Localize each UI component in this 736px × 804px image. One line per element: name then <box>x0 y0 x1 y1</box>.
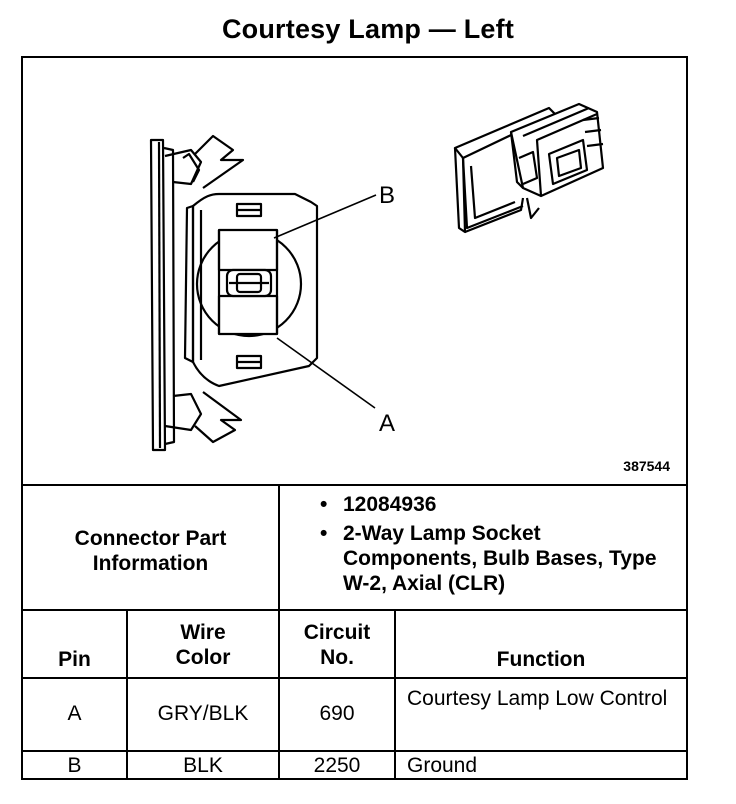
header-wire-color: Wire Color <box>128 620 278 670</box>
table-row-b-function: Ground <box>407 754 478 777</box>
connector-illustration: B A 387544 <box>23 58 686 486</box>
table-row-b-pin: B <box>67 754 82 777</box>
header-wire-color-line1: Wire <box>180 621 226 644</box>
header-wire-color-line2: Color <box>175 646 231 669</box>
table-divider <box>23 609 686 611</box>
table-row-a-pin: A <box>67 702 82 725</box>
connector-info-label-line1: Connector Part <box>74 526 227 550</box>
header-pin: Pin <box>58 648 91 671</box>
connector-info-label-line2: Information <box>92 551 209 575</box>
header-circuit-no: Circuit No. <box>280 620 394 670</box>
page-title: Courtesy Lamp — Left <box>221 14 515 44</box>
callout-b-label: B <box>379 182 396 209</box>
figure-number: 387544 <box>623 458 670 474</box>
header-circuit-line2: No. <box>320 646 354 669</box>
table-row-a-wire-color: GRY/BLK <box>157 702 249 725</box>
column-divider <box>394 611 396 778</box>
header-circuit-line1: Circuit <box>303 621 371 644</box>
header-function: Function <box>496 648 586 671</box>
column-divider <box>126 611 128 778</box>
lamp-socket-drawing <box>149 102 605 452</box>
column-divider <box>278 486 280 611</box>
connector-table-frame: B A 387544 Connector Part Information 12… <box>21 56 688 780</box>
table-row-b-circuit: 2250 <box>313 754 361 777</box>
table-row-a-function: Courtesy Lamp Low Control <box>407 687 668 710</box>
table-row-a-circuit: 690 <box>319 702 355 725</box>
connector-info-list: 12084936 2-Way Lamp Socket Components, B… <box>320 492 680 600</box>
connector-description: 2-Way Lamp Socket Components, Bulb Bases… <box>320 521 680 596</box>
column-divider <box>278 611 280 778</box>
connector-info-label: Connector Part Information <box>23 486 278 609</box>
table-divider <box>23 677 686 679</box>
callout-a-label: A <box>379 410 396 437</box>
connector-part-number: 12084936 <box>320 492 680 517</box>
table-divider <box>23 750 686 752</box>
table-row-b-wire-color: BLK <box>183 754 223 777</box>
